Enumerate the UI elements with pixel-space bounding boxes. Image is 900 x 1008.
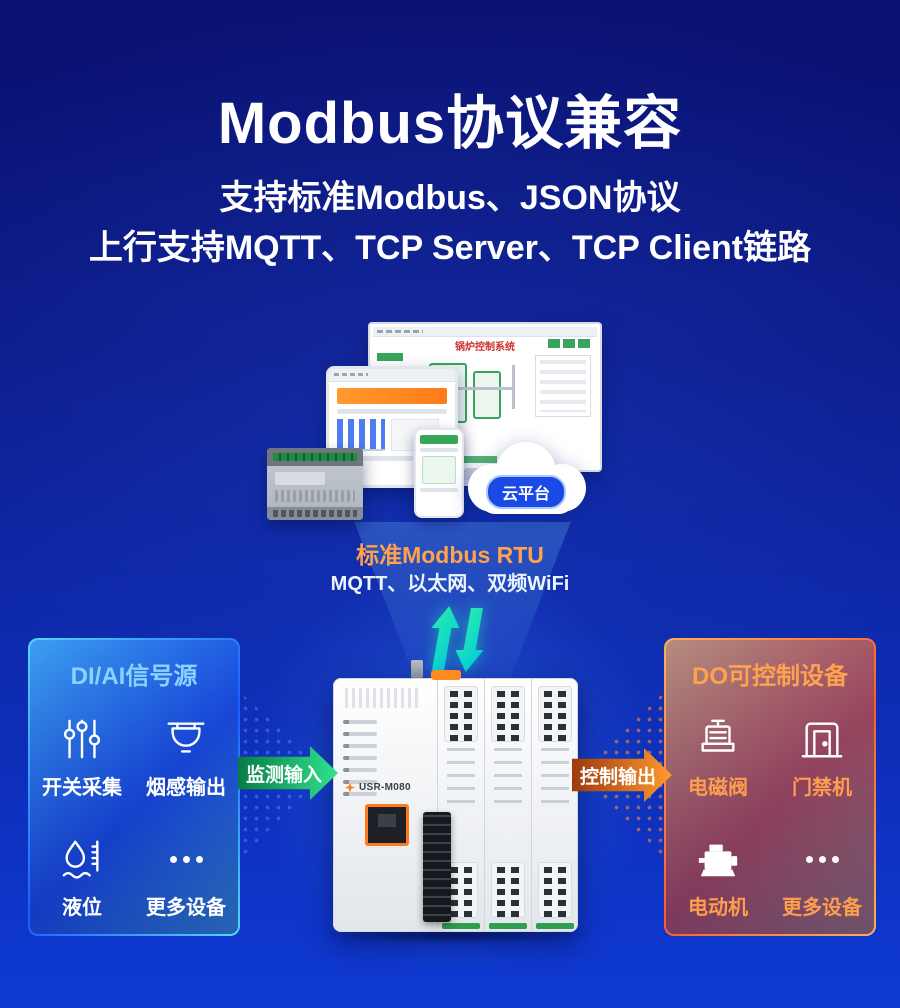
- brand-mark-icon: [345, 782, 355, 793]
- data-exchange-arrows-icon: [420, 602, 490, 676]
- module-label-area: [494, 748, 522, 812]
- input-arrow-label: 监测输入: [245, 764, 322, 786]
- module-label-area: [447, 748, 475, 812]
- terminal-block: [538, 686, 572, 742]
- text-line: [337, 456, 413, 461]
- panel-item-switch-capture: 开关采集: [42, 716, 122, 800]
- ethernet-port: [365, 804, 409, 846]
- plc-top: [267, 448, 363, 466]
- led-indicators: [343, 720, 377, 796]
- pcb-edge: [536, 923, 574, 929]
- motor-icon: [695, 836, 741, 882]
- subtitle-line1: 支持标准Modbus、JSON协议: [219, 179, 681, 217]
- text-line: [420, 488, 458, 492]
- do-panel-title: DO可控制设备: [692, 663, 848, 690]
- uplink-protocol-label: MQTT、以太网、双频WiFi: [330, 573, 570, 595]
- gateway-body: USR-M080: [333, 678, 578, 932]
- dashboard-banner: [337, 388, 447, 404]
- liquid-level-icon: [59, 836, 105, 882]
- panel-item-motor: 电动机: [688, 836, 748, 920]
- panel-item-liquid-level: 液位: [59, 836, 105, 920]
- phone-device: [414, 428, 464, 518]
- phone-scada-thumb: [422, 456, 456, 484]
- din-clip: [431, 670, 461, 680]
- expansion-modules: [438, 678, 578, 932]
- scada-data-panel: [535, 355, 591, 417]
- pcb-edge: [442, 923, 480, 929]
- expansion-module: [485, 678, 532, 932]
- bar-chart-thumb: [337, 419, 385, 451]
- downlink-protocol-label: 标准Modbus RTU: [356, 542, 544, 568]
- plc-bottom-terminals: [267, 507, 363, 520]
- pcb-edge: [489, 923, 527, 929]
- do-panel: DO可控制设备 电磁阀: [664, 638, 876, 936]
- expansion-module: [438, 678, 485, 932]
- plc-vents: [275, 490, 355, 502]
- smoke-detector-icon: [163, 716, 209, 762]
- sliders-icon: [59, 716, 105, 762]
- more-devices-icon: [169, 836, 203, 882]
- terminal-block: [491, 862, 525, 918]
- terminal-block: [491, 686, 525, 742]
- output-arrow-label: 控制输出: [579, 766, 656, 788]
- panel-item-more-devices: 更多设备: [782, 836, 862, 920]
- panel-item-solenoid-valve: 电磁阀: [688, 716, 748, 800]
- text-line: [420, 448, 458, 452]
- gateway-main-unit: USR-M080: [333, 678, 438, 932]
- expansion-module: [532, 678, 578, 932]
- pipe: [512, 365, 515, 409]
- panel-item-smoke-sensor: 烟感输出: [146, 716, 226, 800]
- di-ai-panel-title: DI/AI信号源: [70, 663, 198, 690]
- io-terminal-connector: [423, 812, 451, 922]
- browser-bar: [329, 369, 455, 382]
- solenoid-valve-icon: [695, 716, 741, 762]
- plc-device: [267, 448, 363, 520]
- page-title: Modbus协议兼容: [217, 91, 683, 156]
- access-control-icon: [799, 716, 845, 762]
- plc-label: [275, 472, 325, 485]
- gateway-device: USR-M080: [333, 660, 578, 932]
- phone-header: [420, 435, 458, 444]
- di-ai-panel: DI/AI信号源 开关采集: [28, 638, 240, 936]
- text-line: [337, 409, 447, 414]
- terminal-block: [538, 862, 572, 918]
- scada-title: 锅炉控制系统: [455, 342, 515, 353]
- cloud-platform: 云平台: [450, 432, 602, 528]
- panel-item-access-control: 门禁机: [792, 716, 852, 800]
- subtitle-line2: 上行支持MQTT、TCP Server、TCP Client链路: [88, 229, 812, 267]
- more-devices-icon: [805, 836, 839, 882]
- scada-indicator-blocks: [548, 339, 592, 348]
- panel-item-more-devices: 更多设备: [146, 836, 226, 920]
- antenna-connector: [411, 660, 423, 678]
- scada-menubar: [373, 327, 597, 337]
- device-model-label: USR-M080: [345, 782, 411, 793]
- pipe: [411, 387, 515, 390]
- cloud-label: 云平台: [485, 474, 567, 509]
- plc-terminals: [273, 453, 357, 461]
- terminal-block: [444, 686, 478, 742]
- boiler-tank: [473, 371, 501, 419]
- module-label-area: [541, 748, 569, 812]
